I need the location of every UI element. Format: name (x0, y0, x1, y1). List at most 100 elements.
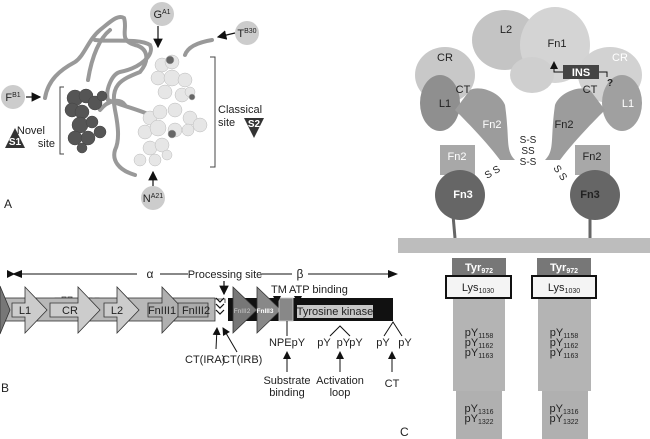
ct-irb-label: CT(IRB) (222, 354, 262, 366)
classical-site-bracket (210, 56, 216, 168)
svg-text:pY1322: pY1322 (464, 413, 493, 426)
s2-triangle: S2 (244, 118, 264, 138)
ct-py-2: pY (398, 337, 412, 349)
domain-fniii2a (177, 302, 209, 318)
ct-py-1: pY (376, 337, 390, 349)
svg-text:Tyr972: Tyr972 (465, 262, 493, 275)
domain-cr-left: CR (437, 52, 453, 64)
activation-loop-label: Activation (316, 375, 364, 387)
domain-label-cr: CR (62, 305, 78, 317)
domain-fn2-left: Fn2 (483, 119, 502, 131)
domain-fn2-lower-right: Fn2 (583, 151, 602, 163)
s1-triangle: S1 (5, 128, 25, 148)
domain-label-fniii3: FnIII3 (257, 308, 274, 315)
ct-label: CT (385, 378, 400, 390)
ectodomain (415, 7, 642, 239)
insulin-backbone (43, 15, 214, 177)
svg-text:pY1163: pY1163 (465, 347, 494, 360)
substrate-binding-label-2: binding (269, 387, 304, 399)
disulfide-right: S S (551, 163, 569, 183)
beta-label: β (297, 267, 304, 281)
domain-arrows (0, 285, 282, 335)
panel-a-label: A (4, 197, 12, 211)
domain-l2: L2 (500, 24, 512, 36)
svg-text:pY1158: pY1158 (550, 327, 579, 340)
cell-membrane (398, 238, 650, 253)
svg-text:NA21: NA21 (143, 193, 164, 205)
residue-fB1: FB1 (1, 85, 42, 109)
transmembrane-segment (278, 297, 294, 322)
domain-l1 (11, 286, 48, 334)
svg-text:S2: S2 (248, 119, 261, 130)
substrate-binding-label: Substrate (263, 375, 310, 387)
svg-text:Tyr972: Tyr972 (550, 262, 578, 275)
domain-l1-left: L1 (439, 98, 451, 110)
npepy-label: NPEpY (269, 337, 306, 349)
domain-fn3-left: Fn3 (453, 189, 473, 201)
novel-site-label: Novel (17, 125, 45, 137)
residue-nA21: NA21 (141, 170, 165, 210)
tyrosine-kinase-label: Tyrosine kinase (297, 306, 373, 318)
domain-ct-left: CT (456, 84, 471, 96)
domain-cr-right: CR (612, 52, 628, 64)
processing-site-label: Processing site (188, 269, 263, 281)
activation-loop-label-2: loop (330, 387, 351, 399)
svg-text:Lys1030: Lys1030 (548, 282, 580, 295)
disulfide-1: S-S (520, 135, 537, 146)
panel-a: GA1 TB30 FB1 NA21 Novel site Classical s… (1, 2, 264, 211)
domain-fniii3 (256, 286, 282, 334)
ct-ira-label: CT(IRA) (185, 354, 225, 366)
panel-c-label: C (400, 425, 409, 439)
svg-text:pY1163: pY1163 (550, 347, 579, 360)
novel-site-label-2: site (38, 138, 55, 150)
domain-fn2-lower-left: Fn2 (448, 151, 467, 163)
domain-l2 (103, 286, 140, 334)
processing-site-cleavage (215, 297, 225, 315)
tm-label: TM (271, 284, 287, 296)
svg-text:pY1316: pY1316 (464, 403, 493, 416)
panel-b: α Processing site β L1 CR L2 FnIII1 FnII… (0, 267, 412, 399)
domain-label-fniii2: FnIII2 (182, 305, 210, 317)
domain-label-fniii1: FnIII1 (148, 305, 176, 317)
domain-ct-right: CT (583, 84, 598, 96)
classical-site-label-2: site (218, 117, 235, 129)
residue-gA1: GA1 (150, 2, 174, 49)
svg-text:pY1158: pY1158 (465, 327, 494, 340)
alpha-label: α (147, 267, 154, 281)
domain-label-l1: L1 (19, 305, 31, 317)
classical-site-label: Classical (218, 104, 262, 116)
svg-text:INS: INS (572, 67, 590, 79)
classical-site-spheres (133, 54, 208, 167)
domain-l1-right: L1 (622, 98, 634, 110)
domain-fniii1 (147, 286, 185, 334)
activation-loop-pys: pY pYpY (317, 337, 363, 349)
svg-text:pY1162: pY1162 (465, 337, 494, 350)
svg-text:TB30: TB30 (237, 28, 256, 40)
svg-text:S1: S1 (9, 137, 22, 148)
disulfide-3: S-S (520, 157, 537, 168)
panel-b-label: B (1, 381, 9, 395)
intracellular-column-right: Tyr972 Lys1030 pY1158 pY1162 pY1163 pY13… (531, 258, 597, 439)
novel-site-bracket (59, 86, 64, 155)
svg-text:GA1: GA1 (153, 9, 170, 21)
domain-fn2-right: Fn2 (555, 119, 574, 131)
svg-text:pY1162: pY1162 (550, 337, 579, 350)
ins-ligand: INS ? (550, 61, 613, 89)
svg-text:Lys1030: Lys1030 (462, 282, 494, 295)
atp-binding-label: ATP binding (289, 284, 348, 296)
domain-fn1: Fn1 (548, 38, 567, 50)
domain-label-l2: L2 (111, 305, 123, 317)
svg-text:pY1316: pY1316 (549, 403, 578, 416)
intracellular-column-left: Tyr972 Lys1030 pY1158 pY1162 pY1163 pY13… (445, 258, 512, 439)
panel-c: L2 Fn1 CR CR INS ? CT CT L1 L1 Fn2 Fn2 S… (398, 7, 650, 439)
tyrosine-kinase-domain (297, 305, 373, 318)
domain-fniii2b (232, 286, 258, 334)
novel-site-spheres (64, 88, 108, 154)
domain-cr (49, 286, 101, 334)
residue-tB30: TB30 (216, 21, 259, 45)
disulfide-2: SS (521, 146, 535, 157)
domain-label-fniii2-beta: FnIII2 (234, 308, 251, 315)
disulfide-left: S S (483, 164, 503, 182)
